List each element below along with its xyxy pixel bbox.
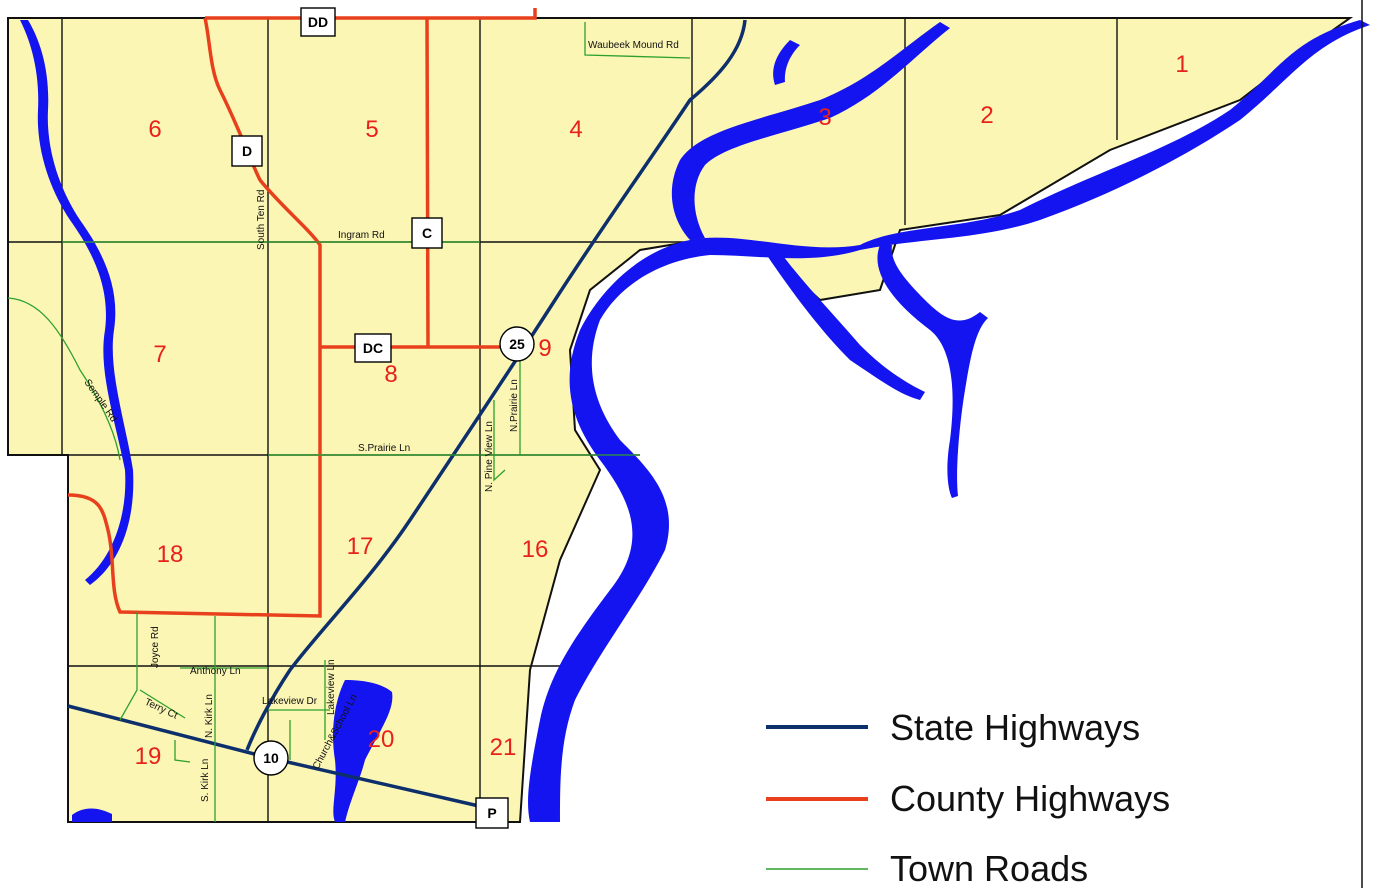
- section-7: 7: [153, 341, 166, 368]
- county-highway-c: [425, 17, 430, 348]
- road-label-s-kirk: S. Kirk Ln: [200, 759, 211, 802]
- road-label-n-pine-view: N. Pine View Ln: [484, 421, 495, 492]
- county-highway-dd: [205, 8, 537, 20]
- svg-text:P: P: [487, 805, 496, 821]
- road-label-joyce: Joyce Rd: [150, 626, 161, 668]
- section-19: 19: [135, 743, 162, 770]
- legend-label-county: County Highways: [890, 778, 1170, 819]
- section-6: 6: [148, 116, 161, 143]
- legend-label-town: Town Roads: [890, 848, 1088, 888]
- section-8: 8: [384, 361, 397, 388]
- county-shield-dc: DC: [354, 333, 392, 363]
- road-label-n-prairie: N.Prairie Ln: [509, 379, 520, 432]
- road-label-south-ten: South Ten Rd: [256, 190, 267, 250]
- county-shield-c: C: [411, 217, 443, 249]
- road-label-anthony: Anthony Ln: [190, 666, 241, 677]
- state-highway-25: [245, 19, 747, 751]
- section-numbers: 1 2 3 4 5 6 7 8 9 16 17 18 19 20 21: [135, 51, 1189, 770]
- state-shield-10: 10: [253, 740, 289, 776]
- town-roads: [7, 22, 691, 822]
- svg-text:DD: DD: [308, 14, 328, 30]
- road-label-lakeview-ln: Lakeview Ln: [326, 659, 337, 715]
- road-label-ingram: Ingram Rd: [338, 230, 385, 241]
- section-4: 4: [569, 116, 582, 143]
- section-16: 16: [522, 536, 549, 563]
- state-shield-25: 25: [499, 326, 535, 362]
- river: [20, 20, 1370, 822]
- section-9: 9: [538, 335, 551, 362]
- road-label-n-kirk: N. Kirk Ln: [204, 694, 215, 738]
- svg-text:DC: DC: [363, 340, 383, 356]
- svg-text:10: 10: [263, 750, 279, 766]
- section-18: 18: [157, 541, 184, 568]
- county-shield-d: D: [231, 135, 263, 167]
- county-shield-p: P: [475, 797, 509, 829]
- svg-text:25: 25: [509, 336, 525, 352]
- section-20: 20: [368, 726, 395, 753]
- section-5: 5: [365, 116, 378, 143]
- road-label-waubeek-mound: Waubeek Mound Rd: [588, 40, 679, 51]
- section-21: 21: [490, 734, 517, 761]
- township-land: [7, 17, 1354, 823]
- road-label-s-prairie: S.Prairie Ln: [358, 443, 410, 454]
- section-2: 2: [980, 102, 993, 129]
- svg-text:D: D: [242, 143, 252, 159]
- county-highway-d: [67, 17, 322, 618]
- section-17: 17: [347, 533, 374, 560]
- svg-text:C: C: [422, 225, 432, 241]
- county-shield-dd: DD: [300, 7, 336, 37]
- legend-label-state: State Highways: [890, 707, 1140, 748]
- section-3: 3: [818, 104, 831, 131]
- section-1: 1: [1175, 51, 1188, 78]
- road-label-lakeview-dr: Lakeview Dr: [262, 696, 318, 707]
- map-legend: State Highways County Highways Town Road…: [766, 707, 1170, 888]
